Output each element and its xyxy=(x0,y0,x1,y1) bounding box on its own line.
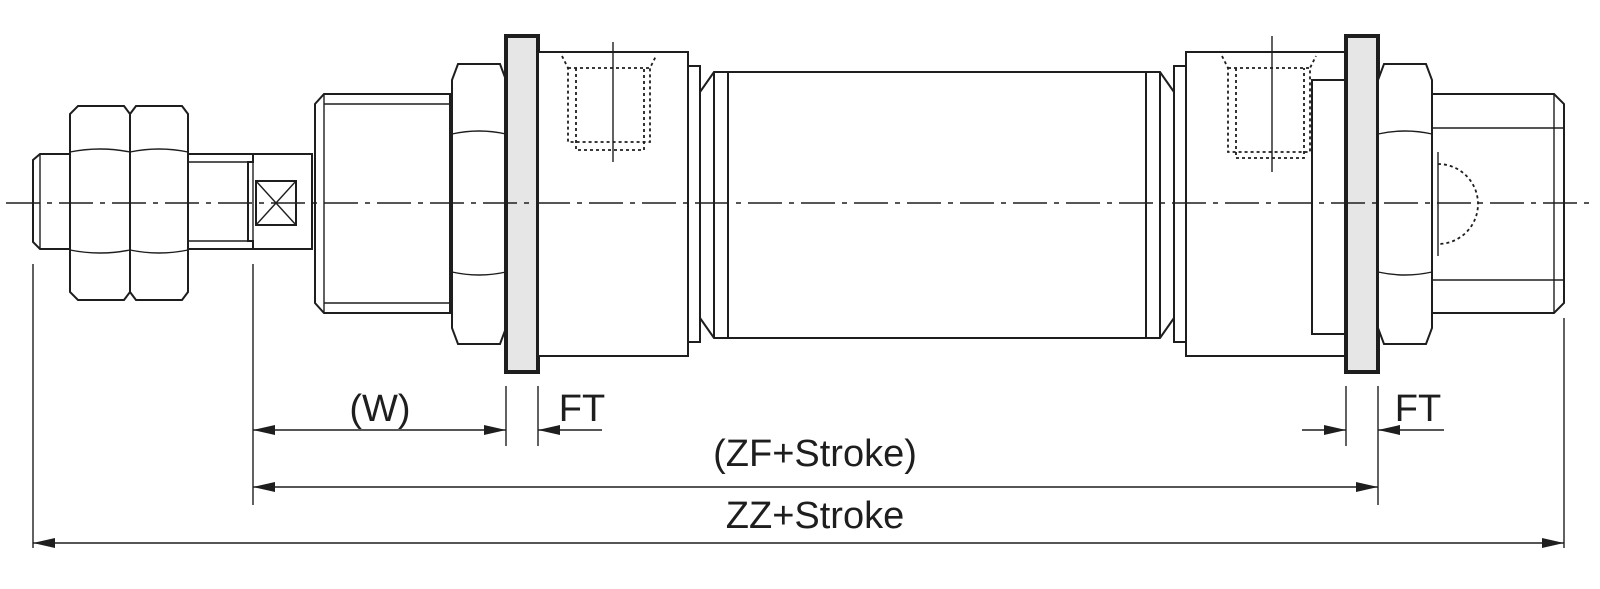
ft-front-label: FT xyxy=(559,388,605,430)
ft-rear-label: FT xyxy=(1395,388,1441,430)
rear-flange-plate xyxy=(1344,34,1380,374)
front-flange-plate xyxy=(504,34,540,374)
rear-port-hidden-circle xyxy=(1437,152,1479,256)
front-port-hidden xyxy=(561,42,657,162)
rod-thread-tip xyxy=(32,153,73,250)
rear-cover xyxy=(1173,51,1347,357)
dimension-zf: (ZF+Stroke) xyxy=(253,433,1378,492)
cylinder-tube xyxy=(699,71,1175,339)
w-label: (W) xyxy=(349,388,410,430)
dimension-ft-rear: FT xyxy=(1302,388,1444,435)
dimension-ft-front: FT xyxy=(538,388,605,435)
rod-lock-nut-2 xyxy=(129,105,189,301)
zz-label: ZZ+Stroke xyxy=(726,495,904,537)
dimension-w: (W) xyxy=(253,388,506,435)
extension-lines xyxy=(32,264,1565,548)
rod-shaft xyxy=(187,153,313,250)
rear-port-hidden xyxy=(1221,36,1317,172)
dimension-zz: ZZ+Stroke xyxy=(33,495,1564,548)
rear-mounting-nut xyxy=(1377,63,1433,345)
front-mounting-nut xyxy=(451,63,507,345)
front-cover xyxy=(537,51,701,357)
zf-label: (ZF+Stroke) xyxy=(713,433,917,475)
